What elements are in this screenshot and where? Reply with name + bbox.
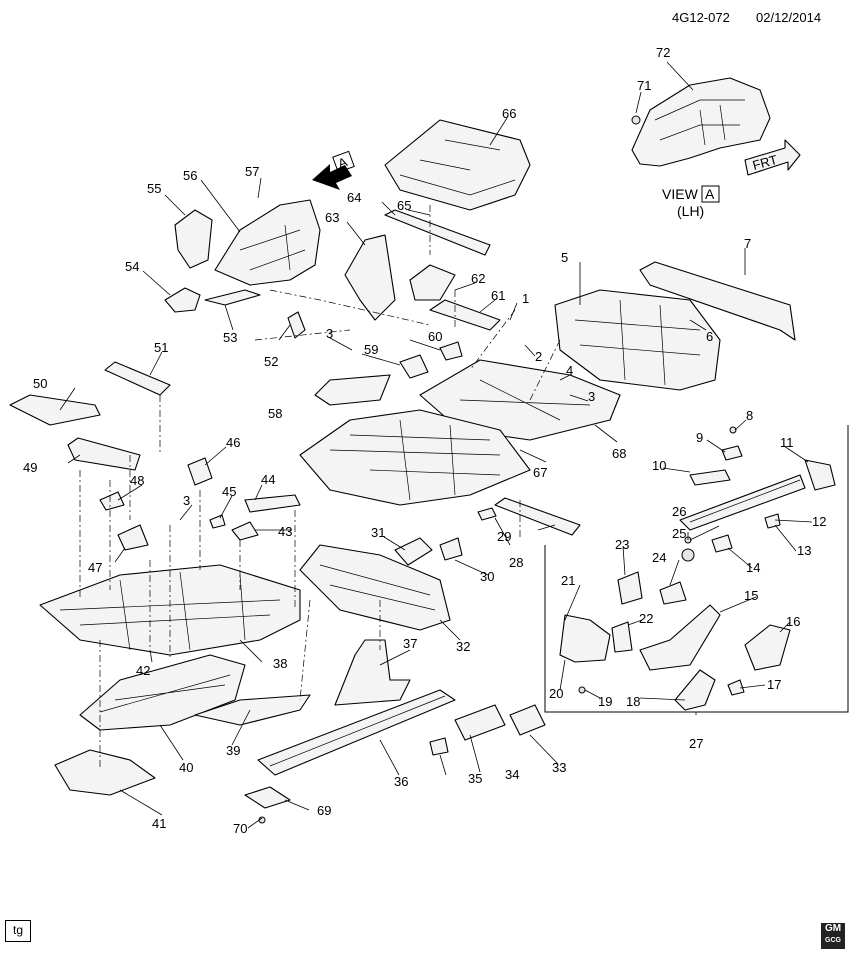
- callout: 53: [223, 330, 237, 345]
- callout: 3: [588, 389, 595, 404]
- callout: 2: [535, 349, 542, 364]
- callout: 16: [786, 614, 800, 629]
- view-label-side: (LH): [677, 203, 704, 219]
- view-label-word: VIEW: [662, 186, 699, 202]
- callout: 38: [273, 656, 287, 671]
- callout: 13: [797, 543, 811, 558]
- callout: 40: [179, 760, 193, 775]
- callout: 50: [33, 376, 47, 391]
- callout: 70: [233, 821, 247, 836]
- tag-box: tg: [5, 920, 31, 942]
- callout: 20: [549, 686, 563, 701]
- callout: 61: [491, 288, 505, 303]
- callout: 30: [480, 569, 494, 584]
- callout: 63: [325, 210, 339, 225]
- callout: 4: [566, 363, 573, 378]
- callout: 36: [394, 774, 408, 789]
- callout: 71: [637, 78, 651, 93]
- callout: 17: [767, 677, 781, 692]
- diagram-date: 02/12/2014: [756, 10, 821, 25]
- callout: 5: [561, 250, 568, 265]
- callout: 69: [317, 803, 331, 818]
- callout: 64: [347, 190, 361, 205]
- callout: 29: [497, 529, 511, 544]
- callout: 42: [136, 663, 150, 678]
- callout: 33: [552, 760, 566, 775]
- callout: 25: [672, 526, 686, 541]
- callout: 57: [245, 164, 259, 179]
- callout: 59: [364, 342, 378, 357]
- gm-logo-top: GM: [824, 923, 842, 934]
- callout: 44: [261, 472, 275, 487]
- callout: 67: [533, 465, 547, 480]
- callout: 56: [183, 168, 197, 183]
- gm-logo: GM GCG: [821, 923, 845, 949]
- callout: 7: [744, 236, 751, 251]
- callout: 51: [154, 340, 168, 355]
- callout: 48: [130, 473, 144, 488]
- callout: 60: [428, 329, 442, 344]
- callout: 10: [652, 458, 666, 473]
- callout: 9: [696, 430, 703, 445]
- callout: 46: [226, 435, 240, 450]
- callout: 3: [326, 326, 333, 341]
- callout: 34: [505, 767, 519, 782]
- frt-label: FRT: [751, 152, 779, 173]
- callout: 21: [561, 573, 575, 588]
- callout: 19: [598, 694, 612, 709]
- callout-numbers: 1 2 3 3 3 4 5 6 7 8 9 10 11 12 13 14 15 …: [23, 45, 826, 836]
- callout: 18: [626, 694, 640, 709]
- callout: 65: [397, 198, 411, 213]
- callout: 55: [147, 181, 161, 196]
- view-a-arrow: A: [312, 150, 355, 190]
- callout: 11: [780, 435, 794, 450]
- callout: 39: [226, 743, 240, 758]
- callout: 8: [746, 408, 753, 423]
- callout: 15: [744, 588, 758, 603]
- callout: 43: [278, 524, 292, 539]
- callout: 1: [522, 291, 529, 306]
- callout: 41: [152, 816, 166, 831]
- callout: 24: [652, 550, 666, 565]
- callout: 31: [371, 525, 385, 540]
- callout: 3: [183, 493, 190, 508]
- callout: 66: [502, 106, 516, 121]
- callout: 6: [706, 329, 713, 344]
- view-label-letter: A: [705, 186, 715, 202]
- callout: 35: [468, 771, 482, 786]
- callout: 72: [656, 45, 670, 60]
- callout: 47: [88, 560, 102, 575]
- callout: 68: [612, 446, 626, 461]
- view-a-inset: VIEW A (LH): [631, 77, 771, 219]
- callout: 28: [509, 555, 523, 570]
- callout: 45: [222, 484, 236, 499]
- callout: 27: [689, 736, 703, 751]
- callout: 32: [456, 639, 470, 654]
- callout: 54: [125, 259, 139, 274]
- callout: 52: [264, 354, 278, 369]
- callout: 12: [812, 514, 826, 529]
- callout: 37: [403, 636, 417, 651]
- callout: 14: [746, 560, 760, 575]
- callout: 62: [471, 271, 485, 286]
- gm-logo-bottom: GCG: [825, 937, 841, 944]
- diagram-code: 4G12-072: [672, 10, 730, 25]
- front-direction-arrow: FRT: [744, 139, 801, 176]
- callout: 49: [23, 460, 37, 475]
- callout: 23: [615, 537, 629, 552]
- callout: 22: [639, 611, 653, 626]
- callout: 26: [672, 504, 686, 519]
- callout: 58: [268, 406, 282, 421]
